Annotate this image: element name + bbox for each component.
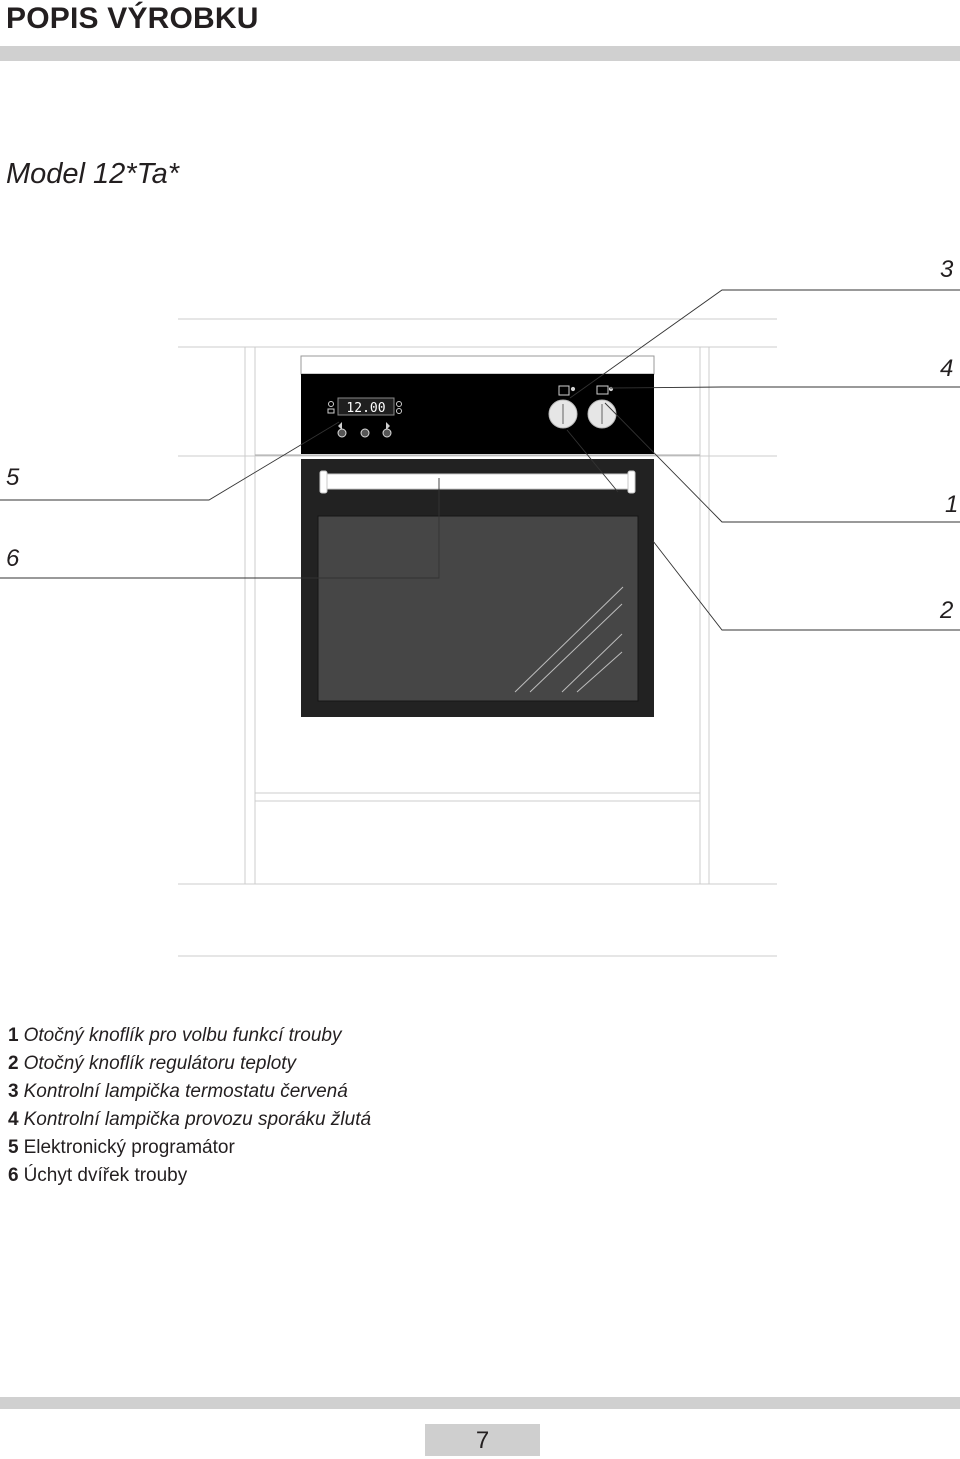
- model-label: Model 12*Ta*: [6, 158, 180, 190]
- programmer-symbols: [327, 401, 402, 414]
- callout-2: 2: [940, 597, 954, 624]
- header-bar: [0, 46, 960, 61]
- oven-top-trim: [300, 355, 655, 375]
- callout-5: 5: [6, 464, 20, 491]
- page-number: 7: [425, 1424, 540, 1456]
- oven-diagram: 12.00: [0, 289, 960, 957]
- footer-bar: [0, 1397, 960, 1409]
- door-handle[interactable]: [319, 470, 636, 494]
- display-time: 12.00: [346, 401, 385, 416]
- callout-4: 4: [940, 355, 954, 382]
- knob-symbols: [558, 385, 614, 396]
- programmer-arrows: [338, 422, 390, 430]
- programmer-button-mode[interactable]: [360, 428, 370, 438]
- leader-lines: [0, 289, 960, 631]
- programmer-display: [337, 397, 395, 416]
- page-title: POPIS VÝROBKU: [6, 2, 259, 35]
- programmer-button-left[interactable]: [337, 428, 347, 438]
- programmer-button-right[interactable]: [382, 428, 392, 438]
- callout-1: 1: [945, 491, 959, 518]
- callout-3: 3: [940, 256, 954, 283]
- cabinet-outline: [178, 318, 777, 957]
- function-knob[interactable]: [587, 399, 617, 429]
- temperature-knob[interactable]: [548, 399, 578, 429]
- window-reflection: [514, 586, 624, 693]
- callout-6: 6: [6, 545, 20, 572]
- oven-window: [317, 515, 639, 702]
